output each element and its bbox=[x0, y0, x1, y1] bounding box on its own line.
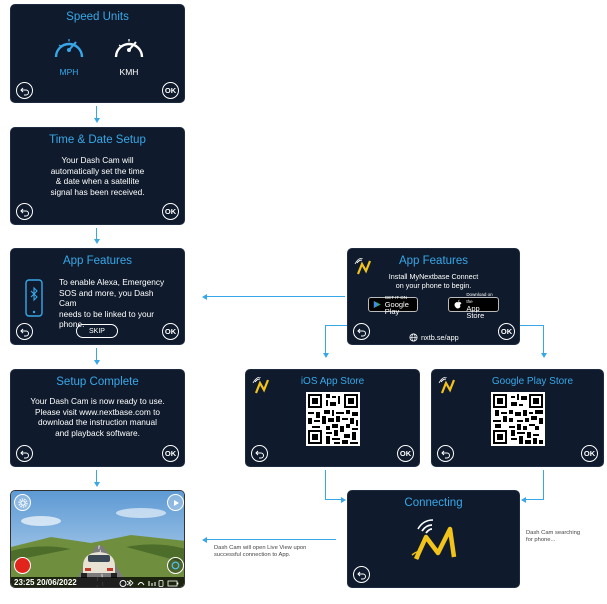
ok-button[interactable]: OK bbox=[162, 323, 179, 340]
alexa-icon bbox=[171, 561, 180, 570]
flow-connector bbox=[325, 470, 326, 500]
ios-store-screen: iOS App Store OK bbox=[245, 369, 420, 467]
flow-connector bbox=[207, 296, 345, 297]
back-arrow-icon bbox=[19, 208, 29, 216]
nextbase-logo-icon bbox=[354, 258, 372, 275]
back-button[interactable] bbox=[16, 445, 33, 462]
flow-connector bbox=[325, 499, 341, 500]
setup-complete-screen: Setup Complete Your Dash Cam is now read… bbox=[10, 369, 185, 467]
back-arrow-icon bbox=[19, 328, 29, 336]
play-button[interactable] bbox=[167, 494, 184, 511]
google-store-title: Google Play Store bbox=[491, 376, 574, 387]
settings-gear-button[interactable] bbox=[14, 494, 31, 511]
time-date-screen: Time & Date Setup Your Dash Cam will aut… bbox=[10, 127, 185, 225]
ok-button[interactable]: OK bbox=[162, 445, 179, 462]
flow-connector bbox=[543, 470, 544, 500]
ok-button[interactable]: OK bbox=[581, 445, 598, 462]
apple-icon bbox=[454, 299, 462, 309]
flow-connector bbox=[325, 325, 347, 326]
app-features-title: App Features bbox=[62, 255, 133, 267]
flow-arrow bbox=[540, 353, 547, 358]
nextbase-connecting-logo-icon bbox=[411, 519, 457, 560]
back-arrow-icon bbox=[356, 328, 366, 336]
setup-complete-body: Your Dash Cam is now ready to use. Pleas… bbox=[30, 396, 165, 438]
time-date-body: Your Dash Cam will automatically set the… bbox=[50, 155, 145, 197]
speed-units-title: Speed Units bbox=[66, 11, 129, 23]
searching-annotation: Dash Cam searching for phone... bbox=[526, 530, 581, 544]
ok-button[interactable]: OK bbox=[397, 445, 414, 462]
nextbase-logo-icon bbox=[252, 377, 270, 394]
back-button[interactable] bbox=[353, 566, 370, 583]
record-button[interactable] bbox=[14, 557, 31, 574]
bluetooth-phone-icon bbox=[25, 279, 43, 317]
google-qr-code bbox=[491, 392, 545, 446]
app-link[interactable]: nxtb.se/app bbox=[421, 333, 459, 342]
flow-arrow bbox=[202, 536, 207, 543]
flow-connector bbox=[325, 325, 326, 353]
mph-label[interactable]: MPH bbox=[59, 67, 79, 77]
flow-connector bbox=[526, 499, 544, 500]
flow-connector bbox=[520, 325, 544, 326]
nextbase-logo-icon bbox=[438, 377, 456, 394]
flow-connector bbox=[543, 325, 544, 353]
flow-arrow bbox=[93, 482, 100, 487]
setup-complete-title: Setup Complete bbox=[56, 376, 139, 388]
flow-connector bbox=[207, 539, 336, 540]
live-view-timestamp: 23:25 20/06/2022 bbox=[14, 578, 77, 587]
play-icon bbox=[173, 499, 179, 506]
flow-connector bbox=[96, 348, 97, 360]
flow-arrow bbox=[93, 239, 100, 244]
flow-arrow bbox=[202, 293, 207, 300]
app-install-title: App Features bbox=[398, 255, 469, 267]
flow-arrow bbox=[521, 496, 526, 503]
google-store-screen: Google Play Store OK bbox=[431, 369, 604, 467]
back-button[interactable] bbox=[251, 445, 268, 462]
back-button[interactable] bbox=[16, 82, 33, 99]
back-arrow-icon bbox=[19, 87, 29, 95]
google-play-icon bbox=[373, 301, 381, 308]
globe-icon bbox=[409, 333, 418, 342]
app-install-body: Install MyNextbase Connect on your phone… bbox=[388, 272, 479, 290]
app-features-body: To enable Alexa, Emergency SOS and more,… bbox=[59, 277, 165, 330]
back-arrow-icon bbox=[440, 450, 450, 458]
flow-arrow bbox=[93, 118, 100, 123]
live-view-scene bbox=[11, 491, 184, 587]
ios-store-title: iOS App Store bbox=[300, 376, 365, 387]
live-view-annotation: Dash Cam will open Live View upon succes… bbox=[214, 545, 307, 559]
flow-arrow bbox=[93, 360, 100, 365]
flow-arrow bbox=[322, 353, 329, 358]
ios-qr-code bbox=[306, 392, 360, 446]
kmh-gauge-icon[interactable] bbox=[112, 33, 146, 61]
back-arrow-icon bbox=[356, 571, 366, 579]
back-button[interactable] bbox=[16, 203, 33, 220]
connecting-screen: Connecting bbox=[347, 490, 520, 588]
app-install-screen: App Features Install MyNextbase Connect … bbox=[347, 248, 520, 345]
live-view-screen: 23:25 20/06/2022 bbox=[10, 490, 185, 588]
ok-button[interactable]: OK bbox=[162, 82, 179, 99]
time-date-title: Time & Date Setup bbox=[49, 134, 146, 146]
flow-arrow bbox=[341, 496, 346, 503]
app-features-screen: App Features To enable Alexa, Emergency … bbox=[10, 248, 185, 345]
back-button[interactable] bbox=[353, 323, 370, 340]
ok-button[interactable]: OK bbox=[162, 203, 179, 220]
kmh-label[interactable]: KMH bbox=[119, 67, 139, 77]
flow-connector bbox=[96, 228, 97, 239]
back-arrow-icon bbox=[19, 450, 29, 458]
flow-connector bbox=[96, 106, 97, 118]
status-icons bbox=[119, 579, 179, 587]
back-button[interactable] bbox=[16, 323, 33, 340]
mph-gauge-icon[interactable] bbox=[52, 33, 86, 61]
back-button[interactable] bbox=[437, 445, 454, 462]
flow-connector bbox=[96, 470, 97, 482]
skip-button[interactable]: SKIP bbox=[76, 324, 118, 338]
alexa-button[interactable] bbox=[167, 557, 184, 574]
connecting-title: Connecting bbox=[404, 497, 463, 509]
speed-units-screen: Speed Units MPH KMH OK bbox=[10, 4, 185, 103]
back-arrow-icon bbox=[254, 450, 264, 458]
gear-icon bbox=[17, 497, 28, 508]
ok-button[interactable]: OK bbox=[498, 323, 515, 340]
